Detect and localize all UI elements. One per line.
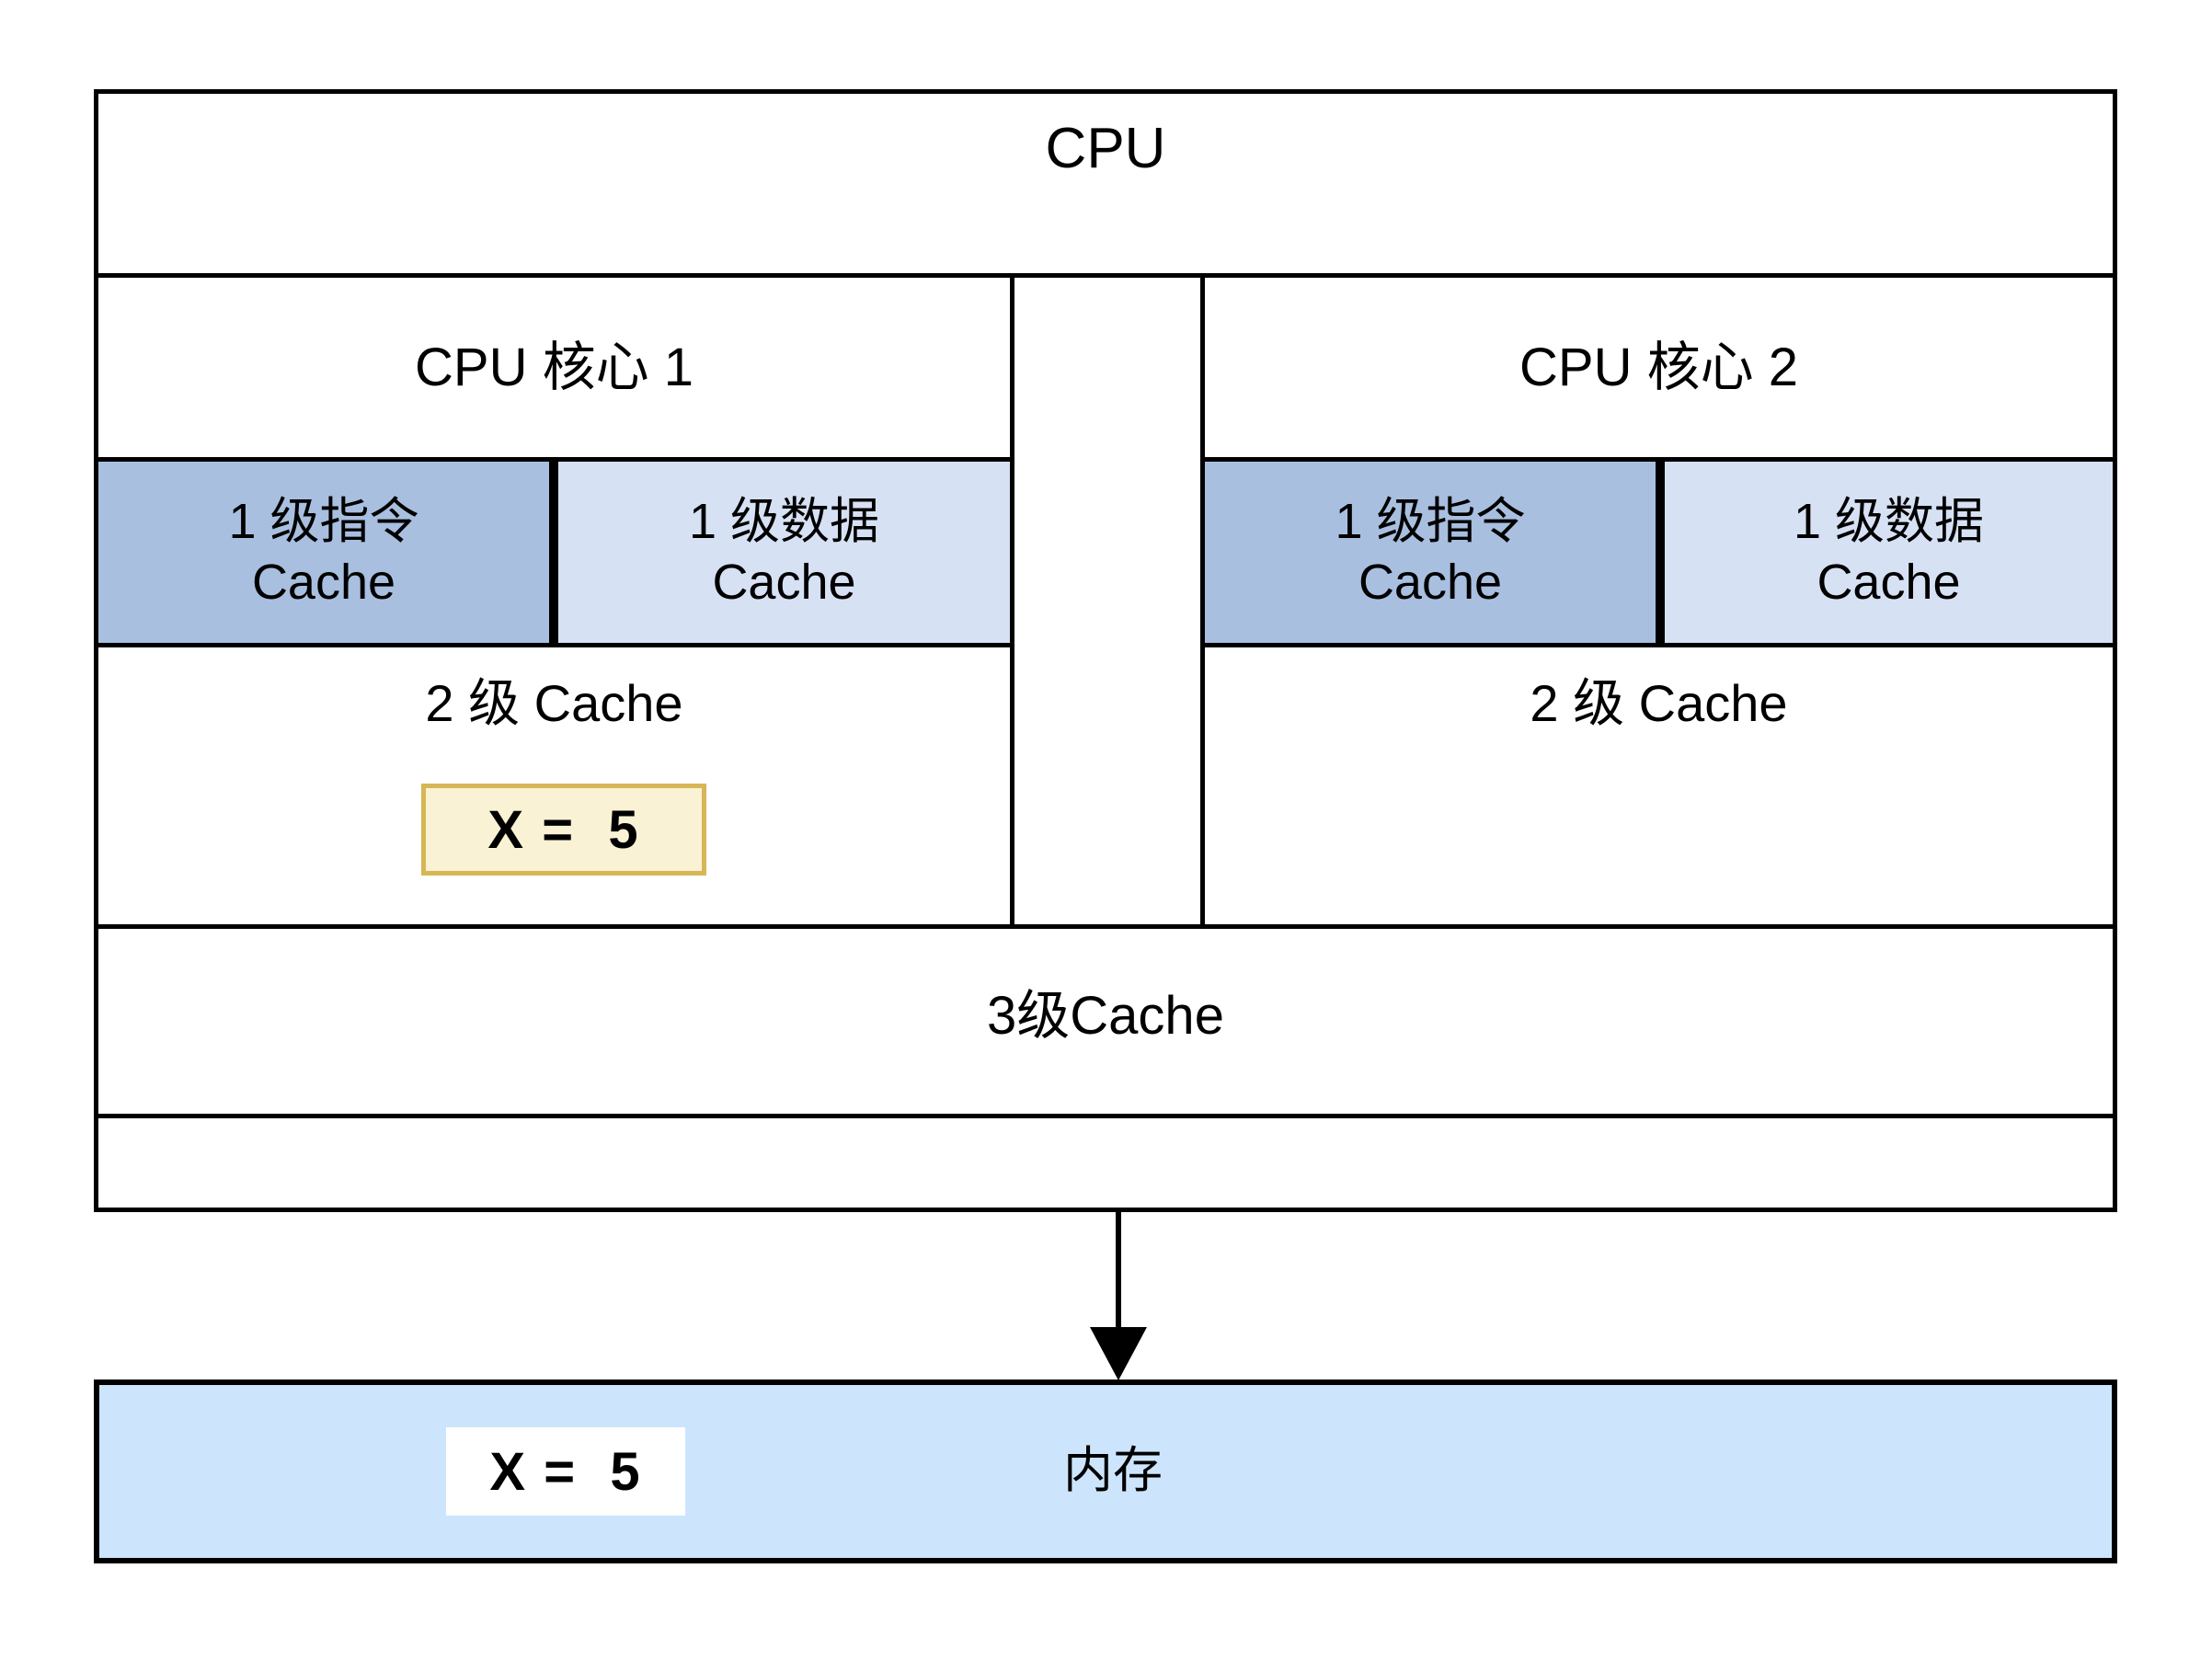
core-1-l1-data-cache: 1 级数据 Cache [554, 457, 1014, 647]
cpu-title-label: CPU [1045, 117, 1166, 180]
cpu-core-2-title: CPU 核心 2 [1519, 337, 1798, 397]
core-2-l1-instruction-cache: 1 级指令 Cache [1200, 457, 1660, 647]
core-2-l2-cache-label: 2 级 Cache [1530, 673, 1788, 732]
l3-bottom-divider [94, 1114, 2117, 1118]
core-1-cached-value-chip: X = 5 [421, 784, 706, 876]
core-2-l1-data-cache: 1 级数据 Cache [1660, 457, 2117, 647]
cpu-to-memory-arrow-head-icon [1090, 1327, 1147, 1380]
l3-cache-label: 3级Cache [987, 985, 1224, 1046]
cpu-core-1-title: CPU 核心 1 [415, 337, 693, 397]
memory-box [94, 1380, 2117, 1563]
l3-top-divider [94, 924, 2117, 929]
memory-stored-value: X = 5 [446, 1427, 685, 1516]
core-1-l2-cache-label: 2 级 Cache [425, 673, 683, 732]
cpu-cores-divider [94, 273, 2117, 278]
core-1-l1-instruction-cache: 1 级指令 Cache [94, 457, 554, 647]
memory-label: 内存 [1063, 1443, 1163, 1499]
cpu-to-memory-arrow-line [1116, 1212, 1121, 1341]
